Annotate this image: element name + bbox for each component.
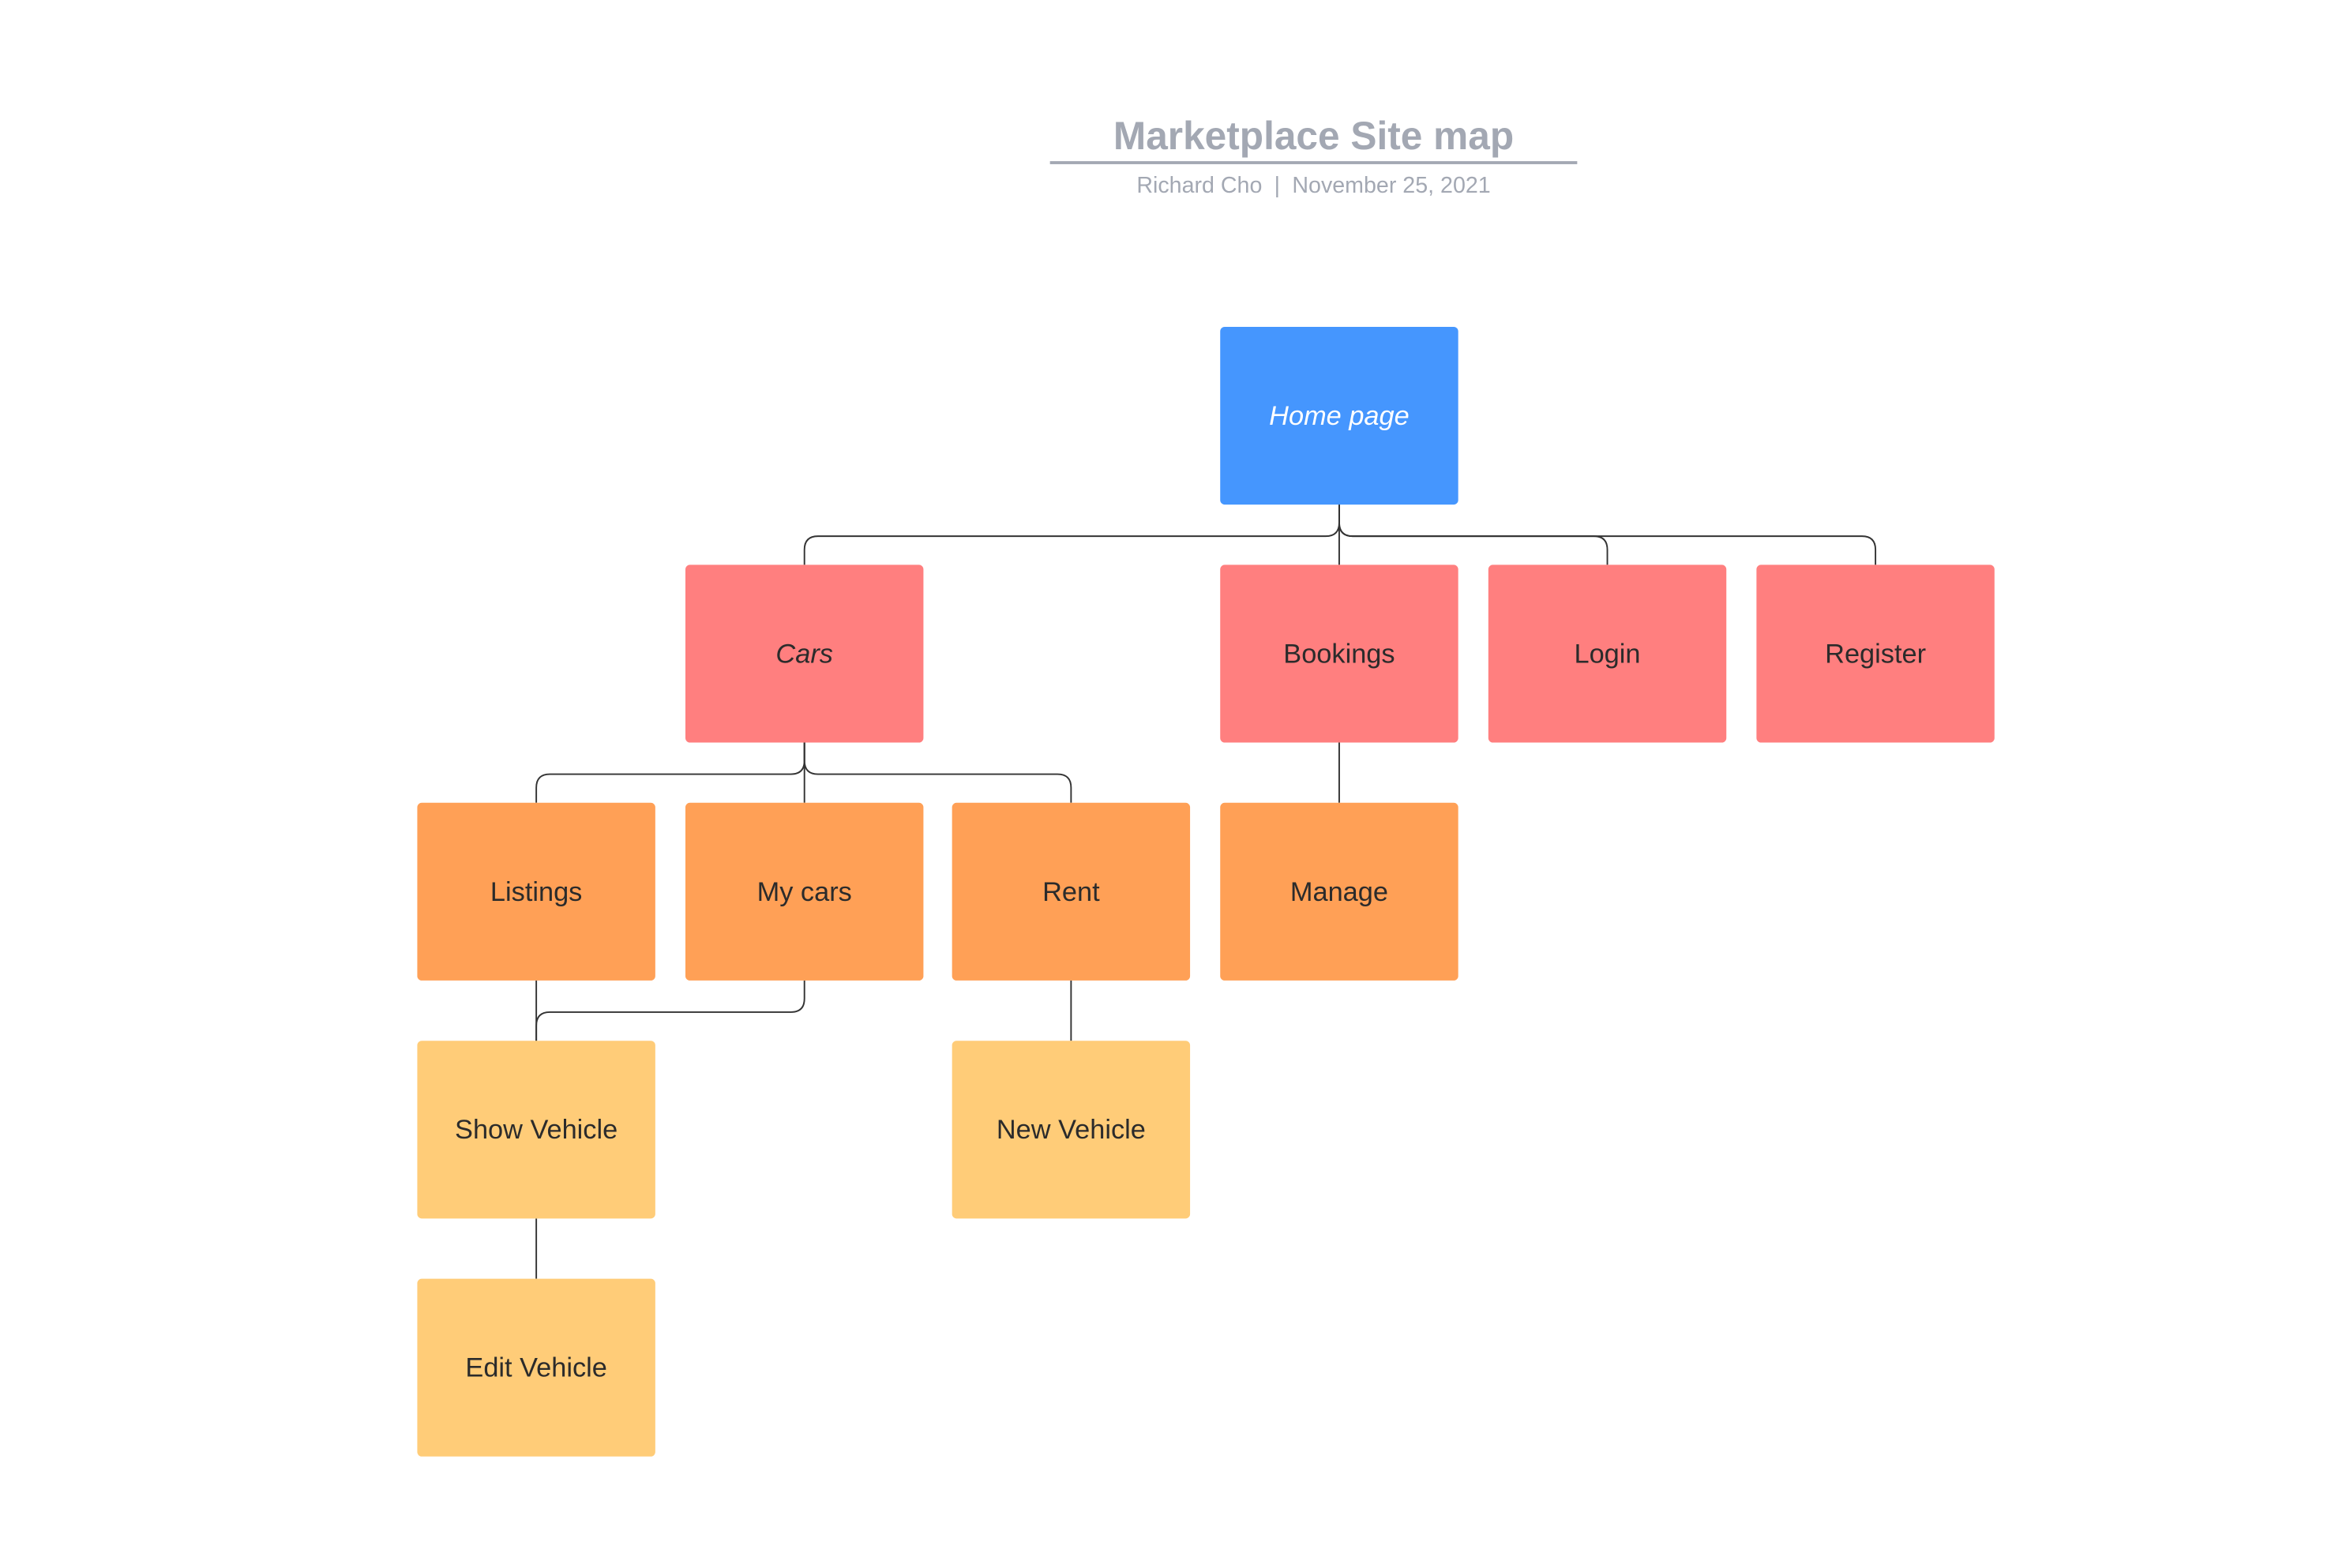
connector-cars-to-listings [535,742,805,803]
node-label: Home page [1269,400,1410,430]
node-cars[interactable]: Cars [685,565,924,743]
diagram-date: November 25, 2021 [1292,173,1491,199]
node-register[interactable]: Register [1756,565,1995,743]
node-new-vehicle[interactable]: New Vehicle [952,1041,1191,1219]
node-manage[interactable]: Manage [1220,802,1458,981]
author-name: Richard Cho [1136,173,1263,199]
node-label: Rent [1042,876,1100,906]
node-label: Bookings [1283,637,1395,669]
connector-group [535,505,1877,1279]
node-label: Listings [490,876,583,906]
diagram-subtitle: Richard Cho | November 25, 2021 [1050,173,1578,200]
title-underline [1049,161,1578,164]
node-label: Edit Vehicle [465,1352,607,1382]
node-label: Login [1574,637,1641,669]
connector-my_cars-to-show_vehicle [535,980,805,1041]
node-login[interactable]: Login [1488,565,1727,743]
connector-home-to-cars [803,505,1340,565]
node-label: Manage [1289,876,1389,906]
node-label: My cars [756,876,852,906]
connector-home-to-login [1338,505,1609,565]
connector-cars-to-rent [803,742,1072,803]
node-edit-vehicle[interactable]: Edit Vehicle [417,1278,655,1457]
node-label: Register [1825,637,1927,669]
node-listings[interactable]: Listings [417,802,655,981]
connector-home-to-register [1338,505,1877,565]
node-show-vehicle[interactable]: Show Vehicle [417,1041,655,1219]
node-home-page[interactable]: Home page [1220,326,1458,505]
node-my-cars[interactable]: My cars [685,802,924,981]
subtitle-separator: | [1274,173,1281,199]
node-bookings[interactable]: Bookings [1220,565,1458,743]
node-label: Cars [775,637,833,669]
node-label: Show Vehicle [455,1113,618,1144]
node-label: New Vehicle [996,1113,1146,1144]
node-rent[interactable]: Rent [952,802,1191,981]
diagram-title: Marketplace Site map [1113,113,1515,159]
